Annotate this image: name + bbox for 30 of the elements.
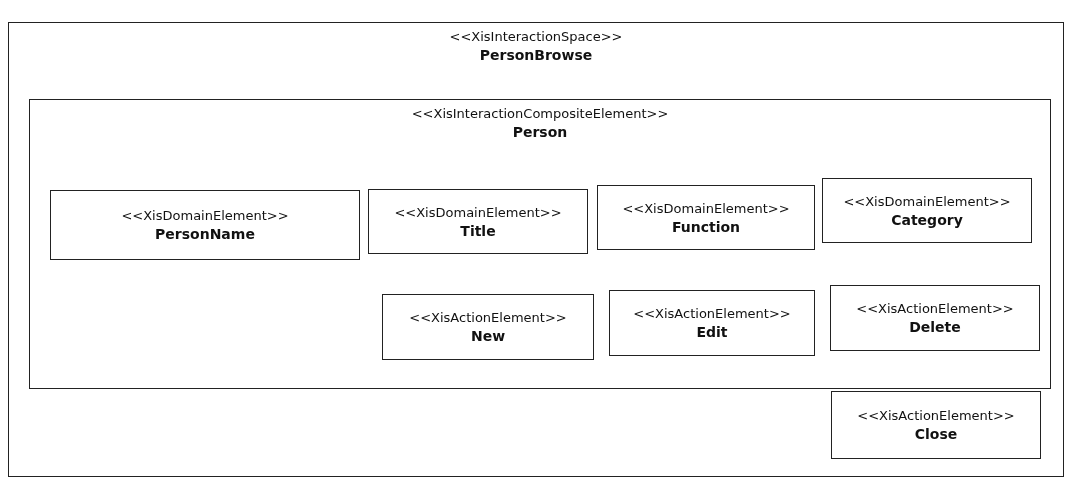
- element-box: [609, 290, 815, 356]
- element-name: Person: [512, 124, 568, 140]
- element-box: [382, 294, 594, 360]
- element-name: Title: [460, 222, 496, 239]
- stereotype-label: <<XisActionElement>>: [857, 408, 1015, 423]
- stereotype-label: <<XisInteractionCompositeElement>>: [411, 106, 669, 121]
- stereotype-label: <<XisActionElement>>: [409, 310, 567, 325]
- element-box: [368, 189, 588, 254]
- element-name: Close: [914, 426, 958, 442]
- element-name: New: [470, 328, 506, 344]
- element-name: PersonBrowse: [479, 47, 593, 63]
- element-name: Edit: [696, 324, 728, 340]
- element-box: [597, 185, 815, 250]
- stereotype-label: <<XisInteractionSpace>>: [449, 29, 623, 44]
- stereotype-label: <<XisActionElement>>: [633, 306, 791, 321]
- element-name: PersonName: [155, 226, 255, 242]
- container-box: [8, 22, 1064, 477]
- element-name: Category: [891, 211, 963, 228]
- element-box: [831, 391, 1041, 459]
- element-name: Delete: [909, 319, 961, 335]
- stereotype-label: <<XisDomainElement>>: [622, 200, 790, 216]
- element-box: [822, 178, 1032, 243]
- stereotype-label: <<XisDomainElement>>: [121, 208, 289, 223]
- stereotype-label: <<XisDomainElement>>: [843, 193, 1011, 209]
- stereotype-label: <<XisActionElement>>: [856, 301, 1014, 316]
- stereotype-label: <<XisDomainElement>>: [394, 204, 562, 220]
- container-box: [29, 99, 1051, 389]
- element-name: Function: [671, 218, 741, 235]
- element-box: [830, 285, 1040, 351]
- element-box: [50, 190, 360, 260]
